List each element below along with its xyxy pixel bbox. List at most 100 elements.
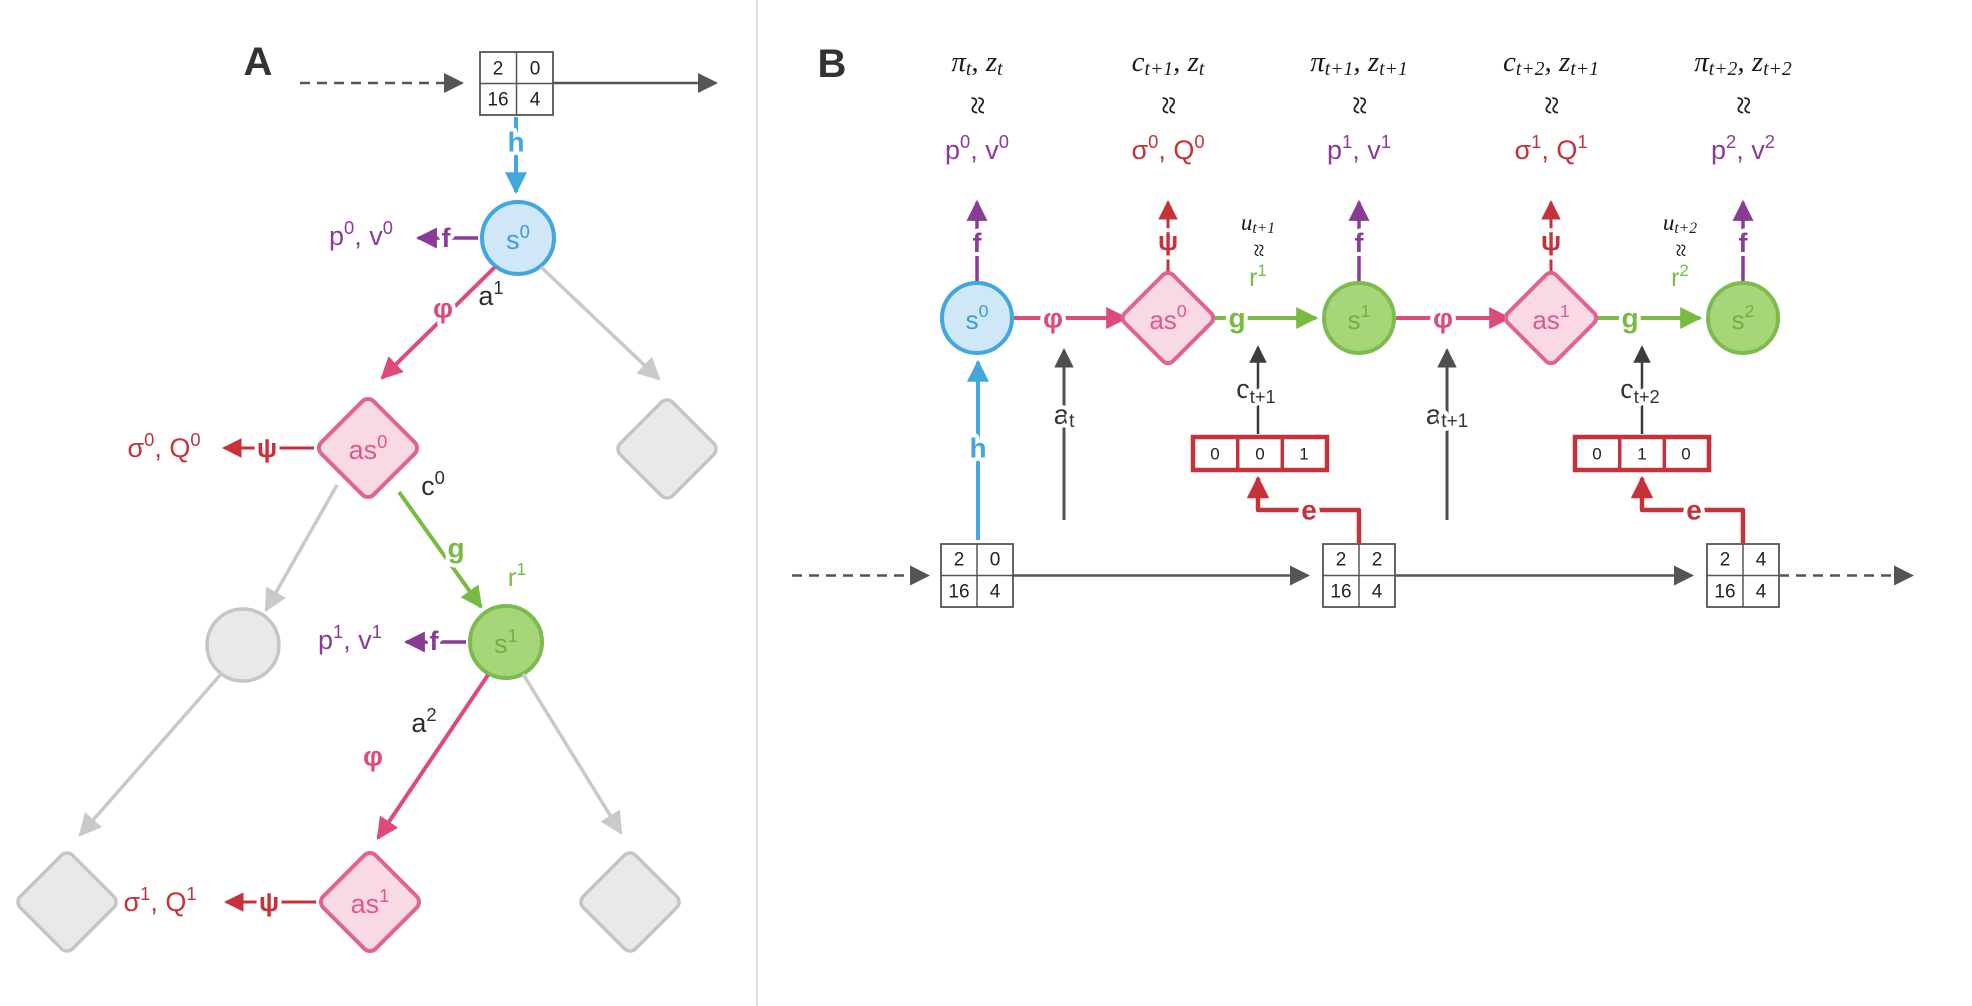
node-s1 <box>468 604 544 680</box>
node-as0-label: as0 <box>1149 301 1186 335</box>
unexplored-afterstate-node <box>579 851 681 953</box>
observation-grid: 2 0 16 4 <box>940 543 1014 608</box>
approx-icon: ≈ <box>1725 96 1762 115</box>
chance-ct2-label: ct+2 <box>1620 374 1660 407</box>
grid-cell: 1 <box>1637 445 1646 464</box>
reward-r1-label: r1 <box>508 559 527 592</box>
grid-cell: 2 <box>1372 550 1383 571</box>
chance-value-output: σ1, Q1 <box>1514 131 1587 166</box>
policy-value-output: p1, v1 <box>318 621 382 656</box>
phi-label: φ <box>1043 303 1063 334</box>
grid-cell: 4 <box>1372 582 1383 603</box>
f-label: f <box>430 626 440 656</box>
policy-value-output: p2, v2 <box>1711 131 1775 166</box>
approx-icon: ≈ <box>959 96 996 115</box>
node-s0-label: s0 <box>966 301 989 335</box>
h-label: h <box>507 127 524 158</box>
panel-b-unrolled-model: B πt, zt ct+1, zt πt+1, zt+1 ct+2, zt+1 … <box>792 42 1914 608</box>
f-label: f <box>442 223 452 253</box>
unexplored-afterstate-node <box>616 398 718 500</box>
unexplored-afterstate-node <box>16 851 118 953</box>
chance-value-output: σ0, Q0 <box>1131 131 1204 166</box>
target-label: πt, zt <box>951 46 1003 80</box>
psi-label: ψ <box>1158 226 1178 256</box>
grid-cell: 0 <box>990 550 1001 571</box>
phi-label: φ <box>363 741 383 772</box>
grid-cell: 4 <box>1756 582 1767 603</box>
target-label: ct+1, zt <box>1132 46 1205 80</box>
node-as1-label: as1 <box>1532 301 1569 335</box>
grid-cell: 4 <box>530 90 541 111</box>
reward-r1-label: r1 <box>1249 261 1267 293</box>
g-label: g <box>447 533 464 564</box>
grid-cell: 16 <box>948 582 969 603</box>
node-s0-label: s0 <box>506 221 530 256</box>
observation-grid: 2 0 16 4 <box>479 51 554 116</box>
grid-cell: 4 <box>1756 550 1767 571</box>
chance-value-output: σ0, Q0 <box>127 429 200 464</box>
node-s1 <box>1322 281 1396 355</box>
grid-cell: 4 <box>990 582 1001 603</box>
node-s0 <box>480 200 556 276</box>
node-as0 <box>316 396 420 500</box>
unexplored-edge <box>78 671 224 837</box>
chance-ct1-label: ct+1 <box>1236 374 1276 407</box>
panel-a-search-tree: A 2 0 16 4 h s0 f p0, v0 φ a1 as0 <box>16 40 718 954</box>
node-as0-label: as0 <box>349 431 388 466</box>
g-label: g <box>1228 303 1245 334</box>
grid-cell: 2 <box>954 550 965 571</box>
chance-value-output: σ1, Q1 <box>123 883 196 918</box>
approx-icon: ≈ <box>1245 243 1271 256</box>
target-label: ct+2, zt+1 <box>1503 46 1599 80</box>
node-s2 <box>1706 281 1780 355</box>
policy-value-output: p1, v1 <box>1327 131 1391 166</box>
node-s1-label: s1 <box>494 625 518 660</box>
prediction-outputs: p0, v0 σ0, Q0 p1, v1 σ1, Q1 p2, v2 <box>945 131 1775 166</box>
grid-cell: 2 <box>1720 550 1731 571</box>
target-label: πt+1, zt+1 <box>1310 46 1408 80</box>
action-a1-label: a1 <box>478 277 503 312</box>
panel-a-label: A <box>244 40 273 84</box>
reward-u-label: ut+2 <box>1663 210 1697 237</box>
grid-cell: 2 <box>1336 550 1347 571</box>
observation-grid: 2 4 16 4 <box>1706 543 1780 608</box>
grid-cell: 0 <box>1255 445 1264 464</box>
node-as1-label: as1 <box>351 885 390 920</box>
phi-edge <box>376 673 490 840</box>
training-targets: πt, zt ct+1, zt πt+1, zt+1 ct+2, zt+1 πt… <box>951 46 1792 114</box>
e-encoder-arrow <box>1246 475 1362 543</box>
grid-cell: 16 <box>1714 582 1735 603</box>
e-label: e <box>1686 495 1702 526</box>
grid-cell: 2 <box>493 59 504 80</box>
e-label: e <box>1301 495 1317 526</box>
node-s1-label: s1 <box>1348 301 1371 335</box>
chance-onehot-grid: 0 1 0 <box>1572 434 1712 473</box>
approx-icon: ≈ <box>1341 96 1378 115</box>
g-label: g <box>1621 303 1638 334</box>
phi-edge <box>380 265 497 380</box>
g-edge <box>397 490 483 609</box>
h-label: h <box>969 433 986 464</box>
unexplored-edge <box>521 673 623 835</box>
action-at1-label: at+1 <box>1426 399 1469 432</box>
phi-label: φ <box>1433 303 1453 334</box>
approx-icon: ≈ <box>1667 243 1693 256</box>
phi-label: φ <box>433 293 453 324</box>
action-at-label: at <box>1054 399 1076 432</box>
unexplored-state-node <box>205 607 281 683</box>
target-label: πt+2, zt+2 <box>1694 46 1792 80</box>
node-s2-label: s2 <box>1732 301 1755 335</box>
approx-icon: ≈ <box>1150 96 1187 115</box>
grid-cell: 16 <box>1330 582 1351 603</box>
chance-c0-label: c0 <box>421 467 445 502</box>
node-as1 <box>1503 270 1599 366</box>
grid-cell: 0 <box>1681 445 1690 464</box>
grid-cell: 0 <box>530 59 541 80</box>
node-s0 <box>940 281 1014 355</box>
panel-b-label: B <box>818 42 847 86</box>
approx-icon: ≈ <box>1533 96 1570 115</box>
unexplored-edge <box>264 484 339 612</box>
chance-onehot-grid: 0 0 1 <box>1190 434 1330 473</box>
